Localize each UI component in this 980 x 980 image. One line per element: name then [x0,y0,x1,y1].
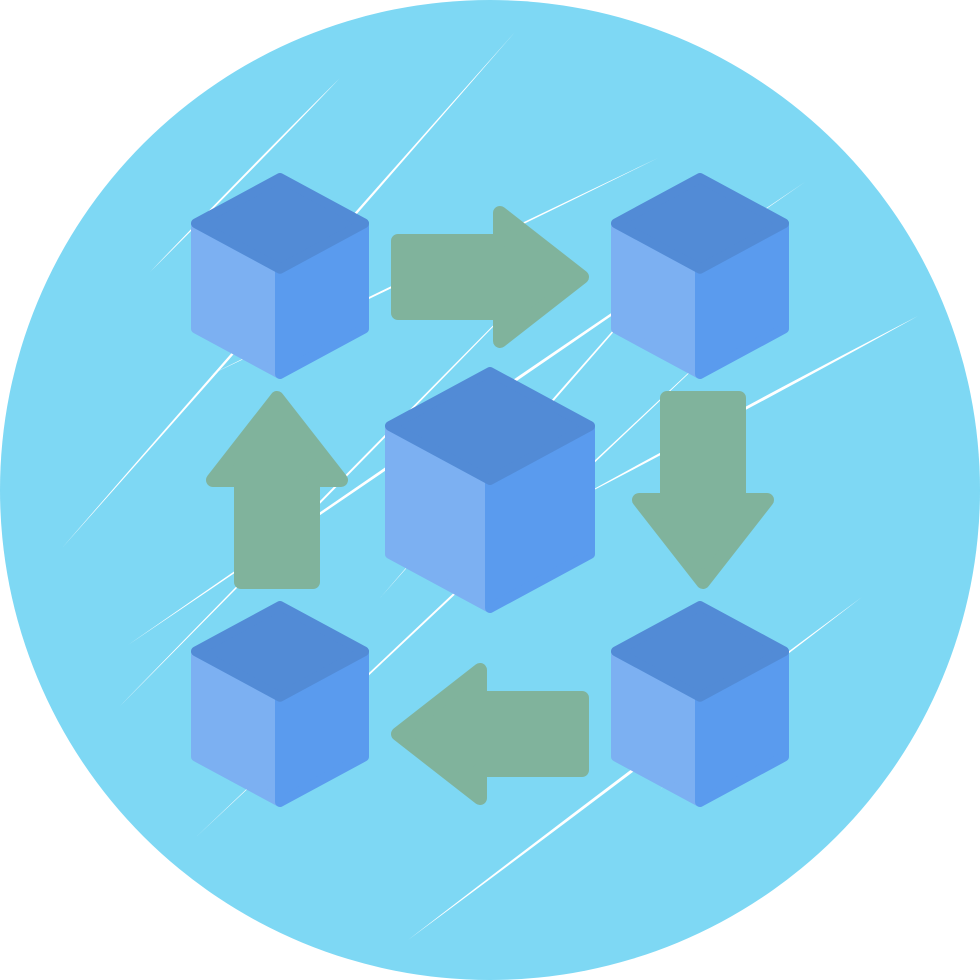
arrows-group [206,206,774,805]
cube-bottom-left [191,601,369,807]
cube-top-left [191,173,369,379]
cube-top-face [191,173,369,274]
cube-top-face [611,173,789,274]
arrow-right-icon [391,206,589,348]
cube-bottom-right [611,601,789,807]
cube-top-face [611,601,789,702]
cube-center [385,367,595,613]
cube-top-face [385,367,595,485]
cube-top-face [191,601,369,702]
arrow-up-icon [206,391,348,589]
arrow-left-icon [391,663,589,805]
cubes-group [191,173,789,807]
cube-top-right [611,173,789,379]
arrow-down-icon [632,391,774,589]
